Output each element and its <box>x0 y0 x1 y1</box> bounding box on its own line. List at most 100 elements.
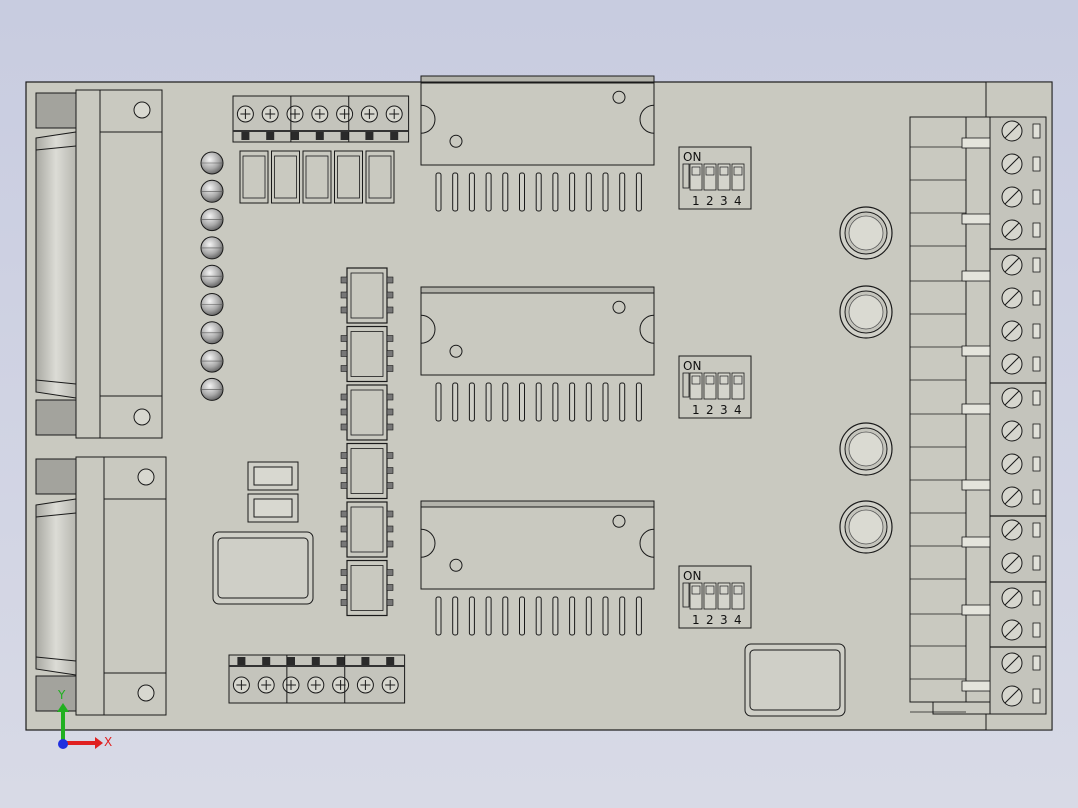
optocoupler-pin <box>386 350 394 357</box>
resistor <box>365 150 395 204</box>
ic-pin <box>619 172 626 212</box>
capacitor-group <box>839 206 893 554</box>
terminal-block-top <box>232 95 410 143</box>
screw-slot <box>1004 688 1020 704</box>
optocoupler-pin <box>340 291 348 299</box>
optocoupler-pin <box>340 276 348 284</box>
dip-knob <box>691 166 701 176</box>
resistor <box>239 150 269 204</box>
screw-slot <box>1004 489 1020 505</box>
optocoupler-pin <box>386 584 394 591</box>
ic-pin <box>552 596 559 636</box>
terminal-clip <box>961 403 991 415</box>
resistor <box>271 150 300 204</box>
terminal-pin <box>336 657 345 665</box>
dip-lever <box>731 163 745 191</box>
driver-ic <box>420 82 655 166</box>
terminal-pin <box>390 132 399 140</box>
terminal-block-bottom <box>228 654 406 704</box>
ic-mount-hole <box>612 300 626 314</box>
dip-lever <box>703 582 717 610</box>
ic-pin <box>569 382 576 422</box>
terminal-right-body <box>989 116 1047 715</box>
terminal-clip <box>961 536 991 548</box>
ic-pin <box>569 596 576 636</box>
ic-pin <box>602 382 609 422</box>
optocoupler <box>346 501 388 558</box>
dip-number: 1 <box>692 403 700 417</box>
screw-slot <box>1004 655 1020 671</box>
ic-pin <box>502 382 509 422</box>
terminal-pin <box>262 657 271 665</box>
optocoupler-pin <box>386 408 394 416</box>
optocoupler-pin <box>340 510 348 518</box>
dip-knob <box>719 585 729 595</box>
optocoupler <box>346 442 388 500</box>
dip-lever <box>717 163 731 191</box>
dip-lever <box>731 582 745 610</box>
dip-number: 3 <box>720 613 728 627</box>
optocoupler-pin <box>386 423 394 431</box>
dip-side <box>682 582 690 608</box>
terminal-clip <box>961 213 991 225</box>
optocoupler-top <box>350 389 384 436</box>
dip-on-label: ON <box>683 150 701 164</box>
optocoupler-pin <box>340 525 348 533</box>
ic-pin <box>485 596 492 636</box>
screw-slot <box>1004 622 1020 638</box>
optocoupler-pin <box>386 510 394 518</box>
optocoupler-pin <box>386 540 394 548</box>
ic-pin <box>552 382 559 422</box>
screw-slot <box>1004 390 1020 406</box>
screw-slot <box>1004 356 1020 372</box>
ic-notch <box>420 314 436 344</box>
terminal-opening <box>1032 622 1041 638</box>
dip-knob <box>719 375 729 385</box>
terminal-clip <box>961 604 991 616</box>
optocoupler-pin <box>386 569 394 576</box>
capacitor-top <box>848 215 884 251</box>
terminal-opening <box>1032 590 1041 606</box>
optocoupler <box>346 325 388 383</box>
optocoupler-pin <box>340 423 348 431</box>
screw-slot <box>1004 555 1020 571</box>
ic-pin <box>468 382 475 422</box>
ic-pin <box>452 596 459 636</box>
resistor-inner <box>368 155 392 199</box>
ic-heatsink-edge <box>420 286 655 294</box>
terminal-pin <box>287 657 295 665</box>
dip-knob <box>705 585 715 595</box>
terminal-pin <box>386 657 395 665</box>
terminal-band <box>229 665 405 667</box>
terminal-opening <box>1032 423 1041 439</box>
terminal-pin <box>340 132 349 140</box>
ic-pin <box>502 596 509 636</box>
dip-knob <box>719 166 729 176</box>
ic-pin <box>535 382 542 422</box>
ic-pin <box>452 382 459 422</box>
terminal-opening <box>1032 456 1041 472</box>
optocoupler-pin <box>386 599 394 606</box>
optocoupler-pin <box>340 540 348 548</box>
optocoupler-top <box>350 272 384 319</box>
optocoupler-pin <box>386 467 394 474</box>
dip-lever <box>689 582 703 610</box>
dip-number: 2 <box>706 194 714 208</box>
terminal-opening <box>1032 655 1041 671</box>
terminal-block-right <box>909 81 1053 731</box>
dip-lever <box>717 582 731 610</box>
optocoupler-pin <box>386 276 394 284</box>
dip-side <box>682 372 690 398</box>
axis-triad: X Y <box>57 688 112 749</box>
ic-notch <box>420 528 436 558</box>
terminal-pin <box>266 132 275 140</box>
terminal-opening <box>1032 257 1041 273</box>
dip-knob <box>733 375 743 385</box>
crystal-right <box>744 643 846 717</box>
ic-pin <box>435 382 442 422</box>
screw-slot <box>1004 290 1020 306</box>
ic-mount-hole <box>612 90 626 104</box>
ic-pin <box>569 172 576 212</box>
ic-pin <box>535 596 542 636</box>
